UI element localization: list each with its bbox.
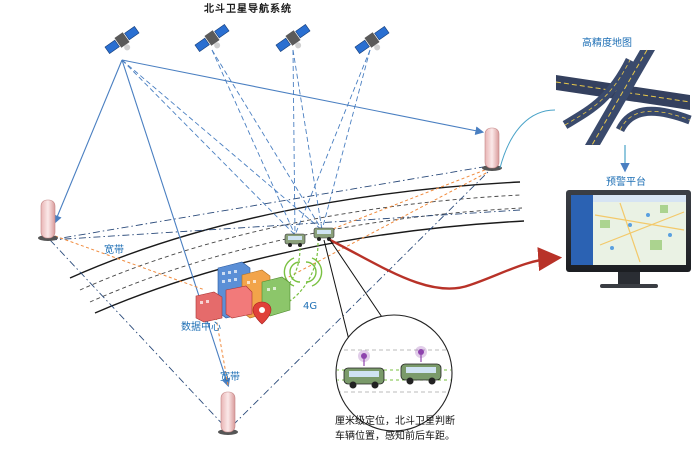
road (69, 181, 525, 314)
vehicle-icon (313, 227, 335, 241)
vehicle-to-platform-arrow (329, 238, 563, 290)
alert-platform-label: 预警平台 (606, 177, 646, 188)
zoom-callout (335, 314, 453, 432)
rsu-tower-icon (482, 127, 502, 171)
satellite-links (121, 49, 371, 236)
caption-line-2: 车辆位置，感知前后车距。 (335, 431, 455, 442)
zoom-lines (323, 239, 389, 353)
satellite-icon (194, 23, 230, 53)
data-center-label: 数据中心 (181, 322, 221, 333)
broadband-label-left: 宽带 (104, 245, 124, 256)
map-pin-icon (415, 346, 427, 362)
vehicle-icon (284, 233, 306, 247)
map-pin-icon (358, 350, 370, 366)
rsu-tower-icon (218, 391, 238, 435)
rsu-tower-icon (38, 199, 58, 241)
vehicle-icon (343, 367, 385, 389)
satellite-icon (354, 25, 390, 55)
network-4g-label: 4G (303, 301, 318, 312)
hd-map-label: 高精度地图 (582, 38, 632, 49)
rsu-to-map-link (499, 109, 556, 169)
vehicle-icon (400, 363, 442, 385)
satellite-icon (275, 23, 311, 53)
callout-caption: 厘米级定位，北斗卫星判断 车辆位置，感知前后车距。 (335, 414, 455, 444)
coverage-lines (49, 164, 521, 431)
system-title: 北斗卫星导航系统 (204, 4, 292, 15)
map-pin-icon (252, 301, 272, 325)
monitor-icon (566, 190, 691, 288)
satellite-arrows (53, 59, 485, 388)
satellite-icon (104, 25, 140, 55)
signal-waves (283, 257, 323, 287)
highway-interchange-icon (555, 49, 692, 146)
broadband-label-bottom: 宽带 (220, 372, 240, 383)
caption-line-1: 厘米级定位，北斗卫星判断 (335, 416, 455, 427)
